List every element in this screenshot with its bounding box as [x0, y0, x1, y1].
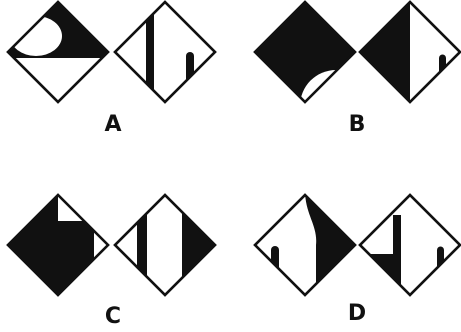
option-b-label: B: [349, 112, 366, 137]
option-d-figure-2: [355, 195, 460, 300]
option-c-figure-2: [115, 190, 222, 300]
option-a[interactable]: A: [0, 0, 215, 137]
option-a-label: A: [104, 112, 121, 137]
option-b-figure-2: [355, 0, 460, 110]
option-c-figure-1: [0, 190, 120, 300]
option-a-figure-2: [115, 0, 215, 110]
option-d-figure-1: [255, 190, 360, 300]
option-c[interactable]: C: [0, 190, 222, 329]
option-a-figure-1: [0, 0, 120, 102]
option-d[interactable]: D: [255, 190, 460, 326]
option-d-label: D: [348, 301, 366, 326]
option-c-label: C: [105, 304, 121, 329]
option-b[interactable]: B: [250, 0, 460, 142]
